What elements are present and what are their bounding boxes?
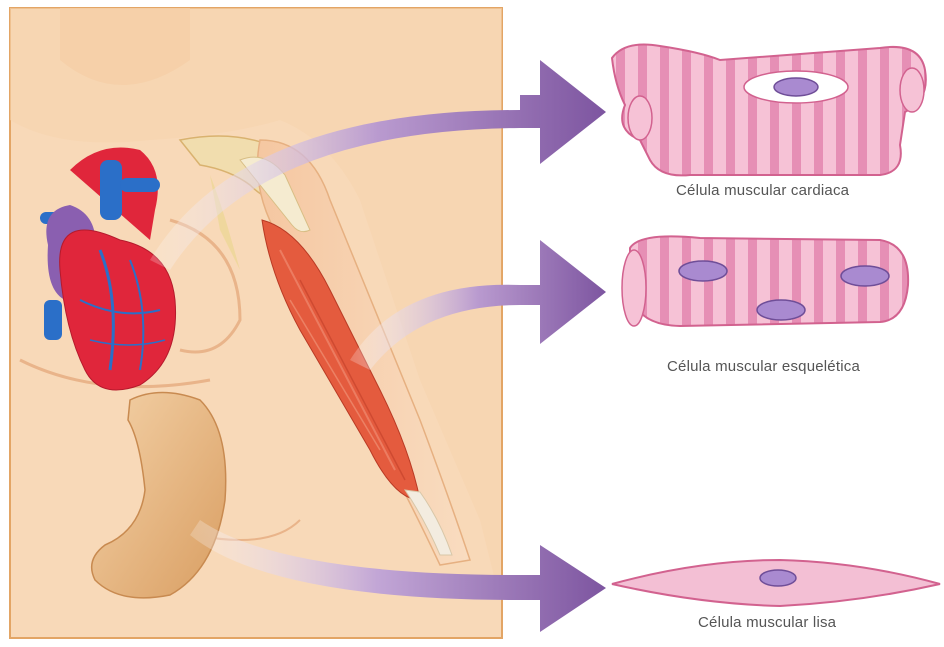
label-cardiac-cell: Célula muscular cardiaca [676, 182, 849, 199]
nucleus-icon [679, 261, 727, 281]
nucleus-icon [760, 570, 796, 586]
smooth-cell [612, 560, 940, 606]
nucleus-icon [757, 300, 805, 320]
label-smooth-cell: Célula muscular lisa [698, 614, 836, 631]
nucleus-icon [841, 266, 889, 286]
cardiac-cell [612, 45, 926, 176]
nucleus-icon [774, 78, 818, 96]
label-skeletal-cell: Célula muscular esquelética [667, 358, 860, 375]
skeletal-cell [622, 236, 908, 326]
